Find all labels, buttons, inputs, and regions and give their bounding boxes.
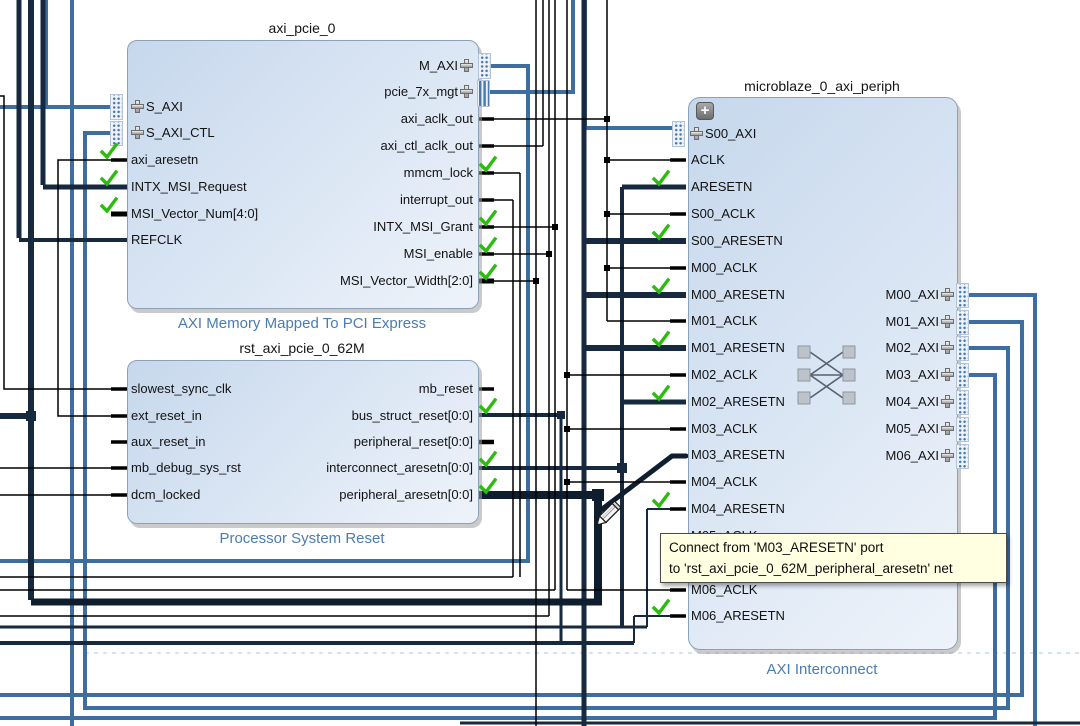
port-m06-aclk[interactable]: M06_ACLK xyxy=(691,582,758,597)
port-mb-reset[interactable]: mb_reset xyxy=(418,381,473,396)
port-msi-enable[interactable]: MSI_enable xyxy=(403,246,473,261)
port-interrupt-out[interactable]: interrupt_out xyxy=(400,192,473,207)
plus-icon[interactable] xyxy=(941,288,954,301)
port-m00-aclk[interactable]: M00_ACLK xyxy=(691,260,758,275)
m01-axi-interface-connector-icon[interactable] xyxy=(956,310,969,335)
crossbar-switch-icon xyxy=(797,345,856,405)
pcie-7x-mgt-interface-connector-icon[interactable] xyxy=(477,80,490,107)
block-type-rst: Processor System Reset xyxy=(219,530,385,547)
connect-tooltip: Connect from 'M03_ARESETN' port to 'rst_… xyxy=(660,533,1007,583)
block-type-interconnect: AXI Interconnect xyxy=(766,661,878,678)
port-m00-aresetn[interactable]: M00_ARESETN xyxy=(691,287,785,302)
port-m01-aclk[interactable]: M01_ACLK xyxy=(691,313,758,328)
plus-icon[interactable] xyxy=(131,100,144,113)
plus-icon[interactable] xyxy=(690,127,703,140)
port-s00-axi[interactable]: S00_AXI xyxy=(690,125,756,143)
block-axi-pcie[interactable] xyxy=(127,40,479,309)
net-junctions xyxy=(26,116,627,501)
m02-axi-interface-connector-icon[interactable] xyxy=(956,336,969,361)
port-mmcm-lock[interactable]: mmcm_lock xyxy=(403,165,473,180)
port-s00-aresetn[interactable]: S00_ARESETN xyxy=(691,233,783,248)
plus-icon[interactable] xyxy=(941,315,954,328)
port-bus-struct-reset[interactable]: bus_struct_reset[0:0] xyxy=(351,408,473,423)
plus-icon[interactable] xyxy=(460,59,473,72)
expand-collapse-button[interactable]: + xyxy=(696,102,714,120)
port-s-axi-ctl[interactable]: S_AXI_CTL xyxy=(131,124,215,142)
port-m02-aclk[interactable]: M02_ACLK xyxy=(691,367,758,382)
port-axi-aclk-out[interactable]: axi_aclk_out xyxy=(400,111,473,126)
highlighted-peripheral-aresetn-net[interactable] xyxy=(31,453,689,606)
tooltip-line-1: Connect from 'M03_ARESETN' port xyxy=(669,540,884,555)
m04-axi-interface-connector-icon[interactable] xyxy=(956,390,969,415)
axi-interface-nets[interactable] xyxy=(0,0,1037,726)
m03-axi-interface-connector-icon[interactable] xyxy=(956,363,969,388)
port-m04-aresetn[interactable]: M04_ARESETN xyxy=(691,501,785,516)
port-m04-aclk[interactable]: M04_ACLK xyxy=(691,474,758,489)
s-axi-ctl-interface-connector-icon[interactable] xyxy=(110,121,123,146)
plus-icon[interactable] xyxy=(941,368,954,381)
block-title-rst[interactable]: rst_axi_pcie_0_62M xyxy=(239,340,365,356)
port-m01-axi[interactable]: M01_AXI xyxy=(886,313,954,331)
port-refclk[interactable]: REFCLK xyxy=(131,232,183,247)
port-intx-msi-grant[interactable]: INTX_MSI_Grant xyxy=(373,219,473,234)
port-m05-axi[interactable]: M05_AXI xyxy=(886,420,954,438)
block-title-axi-pcie[interactable]: axi_pcie_0 xyxy=(268,20,336,36)
port-aresetn[interactable]: ARESETN xyxy=(691,179,753,194)
port-axi-aresetn[interactable]: axi_aresetn xyxy=(131,152,199,167)
plus-icon[interactable] xyxy=(460,85,473,98)
port-axi-ctl-aclk-out[interactable]: axi_ctl_aclk_out xyxy=(380,138,474,153)
plus-icon[interactable] xyxy=(941,449,954,462)
port-mb-debug-sys-rst[interactable]: mb_debug_sys_rst xyxy=(131,460,241,475)
port-interconnect-aresetn[interactable]: interconnect_aresetn[0:0] xyxy=(326,460,473,475)
plus-icon[interactable] xyxy=(941,395,954,408)
port-m01-aresetn[interactable]: M01_ARESETN xyxy=(691,340,785,355)
s-axi-interface-connector-icon[interactable] xyxy=(110,94,123,120)
plus-icon[interactable] xyxy=(941,422,954,435)
pencil-cursor-icon xyxy=(595,500,622,527)
port-m06-axi[interactable]: M06_AXI xyxy=(886,447,954,465)
port-ext-reset-in[interactable]: ext_reset_in xyxy=(131,408,202,423)
port-s-axi[interactable]: S_AXI xyxy=(131,98,183,116)
port-m02-aresetn[interactable]: M02_ARESETN xyxy=(691,394,785,409)
plus-icon[interactable] xyxy=(131,126,144,139)
block-title-interconnect[interactable]: microblaze_0_axi_periph xyxy=(744,78,900,94)
port-m00-axi[interactable]: M00_AXI xyxy=(886,286,954,304)
plus-icon[interactable] xyxy=(941,341,954,354)
m-axi-interface-connector-icon[interactable] xyxy=(478,53,491,79)
port-dcm-locked[interactable]: dcm_locked xyxy=(131,487,201,502)
port-intx-msi-request[interactable]: INTX_MSI_Request xyxy=(131,179,247,194)
s00-axi-interface-connector-icon[interactable] xyxy=(672,121,685,147)
port-m02-axi[interactable]: M02_AXI xyxy=(886,339,954,357)
port-aclk[interactable]: ACLK xyxy=(691,152,725,167)
port-m03-aclk[interactable]: M03_ACLK xyxy=(691,421,758,436)
m06-axi-interface-connector-icon[interactable] xyxy=(956,444,969,469)
port-stubs xyxy=(111,117,686,618)
m00-axi-interface-connector-icon[interactable] xyxy=(956,283,969,308)
port-m03-aresetn[interactable]: M03_ARESETN xyxy=(691,447,785,462)
port-m04-axi[interactable]: M04_AXI xyxy=(886,393,954,411)
block-type-axi-pcie: AXI Memory Mapped To PCI Express xyxy=(177,315,427,332)
port-s00-aclk[interactable]: S00_ACLK xyxy=(691,206,756,221)
port-slowest-sync-clk[interactable]: slowest_sync_clk xyxy=(131,381,232,396)
block-proc-sys-reset[interactable] xyxy=(127,360,479,524)
port-peripheral-aresetn[interactable]: peripheral_aresetn[0:0] xyxy=(339,487,473,502)
m05-axi-interface-connector-icon[interactable] xyxy=(956,417,969,442)
tooltip-line-2: to 'rst_axi_pcie_0_62M_peripheral_areset… xyxy=(669,561,953,576)
port-aux-reset-in[interactable]: aux_reset_in xyxy=(131,434,206,449)
port-msi-vector-width[interactable]: MSI_Vector_Width[2:0] xyxy=(340,273,473,288)
port-m03-axi[interactable]: M03_AXI xyxy=(886,366,954,384)
port-m-axi[interactable]: M_AXI xyxy=(419,57,473,75)
port-m06-aresetn[interactable]: M06_ARESETN xyxy=(691,608,785,623)
port-msi-vector-num[interactable]: MSI_Vector_Num[4:0] xyxy=(131,206,259,221)
port-pcie-7x-mgt[interactable]: pcie_7x_mgt xyxy=(384,83,473,101)
pending-connection-wire xyxy=(598,453,689,513)
port-peripheral-reset[interactable]: peripheral_reset[0:0] xyxy=(353,434,473,449)
